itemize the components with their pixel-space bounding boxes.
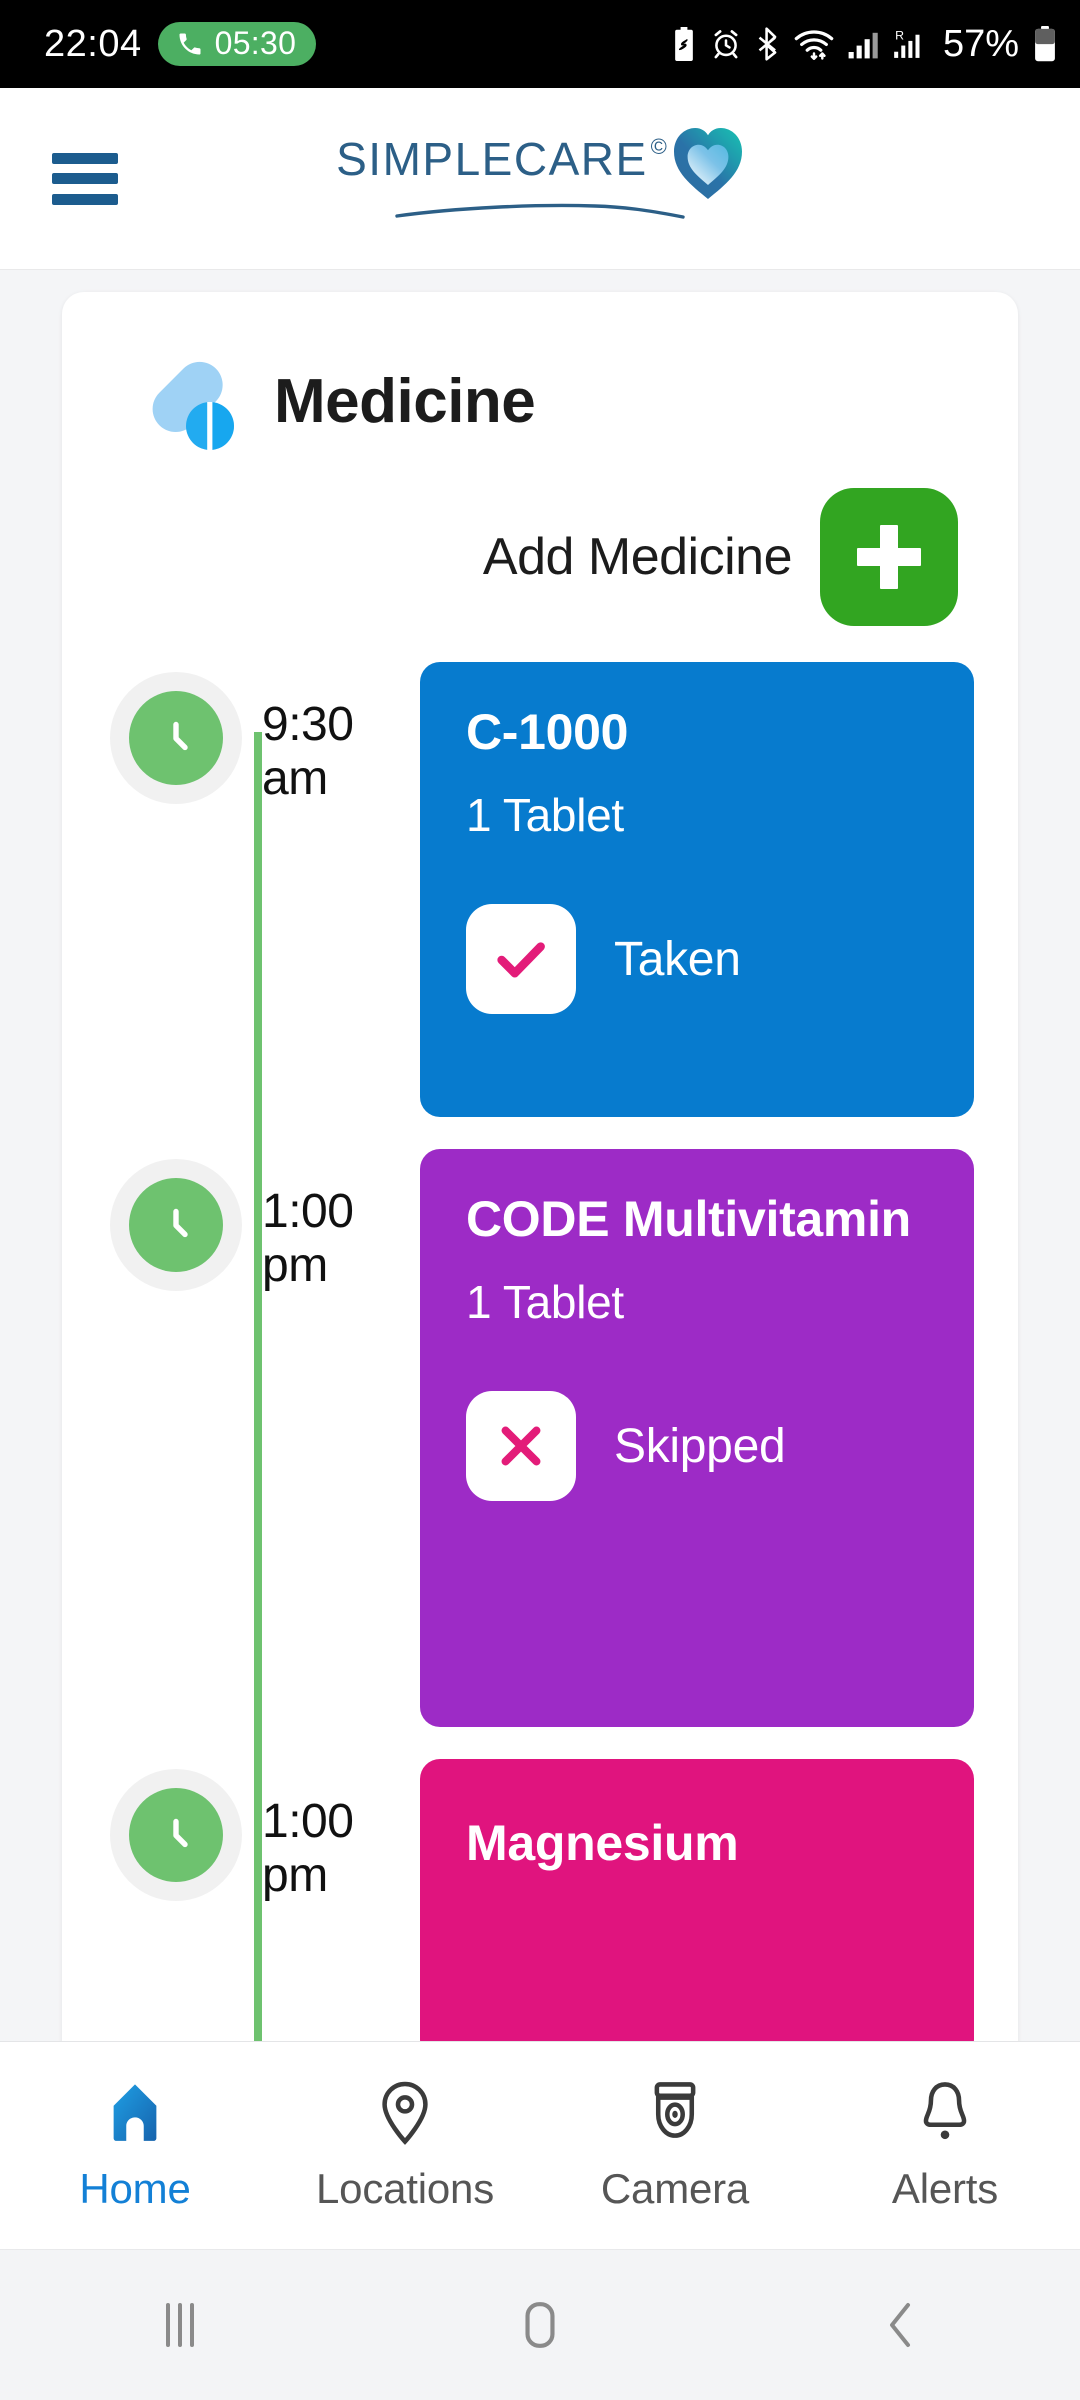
dose-time-meridiem: pm xyxy=(262,1848,328,1902)
section-header: Medicine xyxy=(106,352,974,450)
check-icon xyxy=(497,942,545,978)
dose-time: 1:00 pm xyxy=(246,1149,396,1293)
home-icon xyxy=(113,2083,157,2141)
dose-time-meridiem: pm xyxy=(262,1238,328,1292)
nav-item-camera[interactable]: Camera xyxy=(540,2079,810,2213)
medicine-dose: 1 Tablet xyxy=(466,1276,624,1328)
nav-item-locations[interactable]: Locations xyxy=(270,2079,540,2213)
status-clock: 22:04 xyxy=(44,22,142,65)
add-medicine-button[interactable] xyxy=(820,488,958,626)
status-checkbox[interactable] xyxy=(466,1391,576,1501)
logo-text: SIMPLECARE xyxy=(336,132,648,185)
medicine-card[interactable]: C-1000 1 Tablet Taken xyxy=(420,662,974,1117)
status-bar-right: R 57% xyxy=(671,23,1058,66)
dose-time-hour: 9:30 xyxy=(262,698,354,751)
bluetooth-icon xyxy=(758,27,777,61)
battery-saver-icon xyxy=(675,27,693,61)
dose-time: 9:30 am xyxy=(246,662,396,806)
pills-icon xyxy=(152,361,234,450)
android-navigation-bar xyxy=(0,2249,1080,2400)
nav-item-home[interactable]: Home xyxy=(0,2079,270,2213)
list-item[interactable]: 1:00 pm Magnesium xyxy=(106,1759,974,2041)
map-pin-icon xyxy=(382,2081,428,2145)
status-label: Taken xyxy=(614,932,741,986)
add-medicine-row: Add Medicine xyxy=(106,488,974,626)
nav-label-alerts: Alerts xyxy=(891,2164,999,2212)
medicine-timeline: 9:30 am C-1000 1 Tablet Taken xyxy=(106,662,974,2041)
security-camera-icon xyxy=(654,2081,696,2138)
active-call-pill[interactable]: 05:30 xyxy=(157,22,317,66)
dose-time: 1:00 pm xyxy=(246,1759,396,1903)
call-timer: 05:30 xyxy=(214,25,297,61)
list-item[interactable]: 9:30 am C-1000 1 Tablet Taken xyxy=(106,662,974,1117)
phone-icon xyxy=(179,33,201,54)
dose-time-hour: 1:00 xyxy=(262,1795,354,1848)
list-item[interactable]: 1:00 pm CODE Multivitamin 1 Tablet xyxy=(106,1149,974,1727)
app-logo[interactable]: SIMPLECARE © xyxy=(330,127,750,222)
hamburger-menu-icon[interactable] xyxy=(52,152,118,205)
dose-time-hour: 1:00 xyxy=(262,1185,354,1238)
nav-label-home: Home xyxy=(79,2164,191,2212)
nav-item-alerts[interactable]: Alerts xyxy=(810,2079,1080,2213)
x-icon xyxy=(501,1426,541,1466)
wifi-icon xyxy=(794,30,834,60)
timeline-node xyxy=(106,1759,246,1901)
bottom-navigation: Home Locations Camera Alerts xyxy=(0,2041,1080,2249)
plus-icon xyxy=(857,525,921,589)
nav-label-locations: Locations xyxy=(316,2164,494,2212)
signal-icon xyxy=(848,32,878,59)
page-title: Medicine xyxy=(274,366,536,436)
nav-label-camera: Camera xyxy=(600,2164,750,2212)
clock-icon xyxy=(173,1208,188,1238)
medicine-card[interactable]: Magnesium xyxy=(420,1759,974,2041)
clock-icon xyxy=(173,721,188,751)
app-header: SIMPLECARE © xyxy=(0,88,1080,270)
battery-percent: 57% xyxy=(942,22,1019,65)
roaming-signal-icon: R xyxy=(894,28,920,58)
status-label: Skipped xyxy=(614,1419,786,1473)
timeline-node xyxy=(106,662,246,804)
medicine-dose: 1 Tablet xyxy=(466,789,624,841)
heart-logo-icon xyxy=(673,127,742,199)
status-row: Taken xyxy=(466,904,938,1014)
medicine-name: C-1000 xyxy=(466,704,629,760)
medicine-panel: Medicine Add Medicine xyxy=(62,292,1018,2041)
alarm-icon xyxy=(714,30,738,59)
bell-icon xyxy=(923,2081,967,2139)
clock-icon xyxy=(173,1818,188,1848)
timeline-node xyxy=(106,1149,246,1291)
svg-text:R: R xyxy=(895,28,904,42)
battery-icon xyxy=(1035,26,1055,62)
medicine-name: Magnesium xyxy=(466,1815,739,1871)
timeline-connector xyxy=(254,732,262,2041)
status-checkbox[interactable] xyxy=(466,904,576,1014)
status-row: Skipped xyxy=(466,1391,938,1501)
status-bar: 22:04 05:30 xyxy=(0,0,1080,88)
recents-icon[interactable] xyxy=(100,2275,260,2375)
status-bar-left: 22:04 05:30 xyxy=(44,22,317,66)
add-medicine-label: Add Medicine xyxy=(482,528,793,586)
logo-swoosh xyxy=(395,203,685,219)
back-chevron-icon[interactable] xyxy=(820,2275,980,2375)
home-square-icon[interactable] xyxy=(460,2275,620,2375)
medicine-name: CODE Multivitamin xyxy=(466,1191,911,1247)
logo-copyright: © xyxy=(650,133,667,159)
main-scroll-area[interactable]: Medicine Add Medicine xyxy=(0,270,1080,2041)
dose-time-meridiem: am xyxy=(262,751,328,805)
medicine-card[interactable]: CODE Multivitamin 1 Tablet Skipped xyxy=(420,1149,974,1727)
